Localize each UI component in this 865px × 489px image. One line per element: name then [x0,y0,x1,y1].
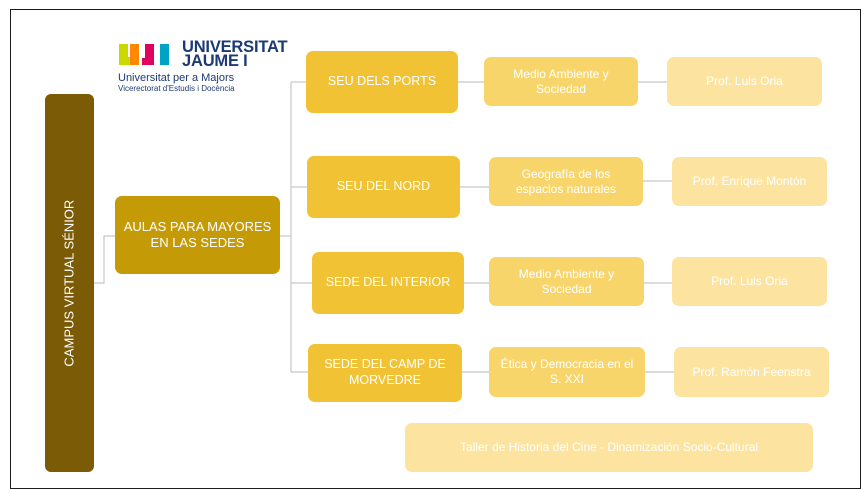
course-node-ports: Medio Ambiente y Sociedad [484,57,638,106]
professor-node-interior: Prof. Luis Oria [672,257,827,306]
sede-node-camp: SEDE DEL CAMP DE MORVEDRE [308,344,462,402]
connector-root-aulas [94,235,115,284]
uji-logo: UNIVERSITAT JAUME I Universitat per a Ma… [118,38,298,110]
root-node: CAMPUS VIRTUAL SÉNIOR [45,94,94,472]
root-label: CAMPUS VIRTUAL SÉNIOR [61,199,77,367]
course-label: Geografía de los espacios naturales [515,166,617,196]
sede-label: SEDE DEL INTERIOR [325,275,451,290]
course-label: Medio Ambiente y Sociedad [518,266,615,296]
course-label: Medio Ambiente y Sociedad [513,66,609,96]
course-node-nord: Geografía de los espacios naturales [489,157,643,206]
course-node-camp: Ética y Democracia en el S. XXI [489,347,645,397]
logo-university-name: UNIVERSITAT JAUME I [182,38,288,70]
professor-label: Prof. Ramón Feenstra [692,364,811,379]
professor-node-ports: Prof. Luis Oria [667,57,822,106]
logo-university-line2: JAUME I [182,52,248,70]
logo-vicerectorat: Vicerectorat d'Estudis i Docència [118,84,235,93]
logo-program: Universitat per a Majors [118,72,235,84]
taller-node: Taller de Historia del Cine - Dinamizaci… [405,423,813,472]
sede-label: SEU DEL NORD [336,179,431,194]
professor-node-camp: Prof. Ramón Feenstra [674,347,829,397]
aulas-node: AULAS PARA MAYORES EN LAS SEDES [115,196,280,274]
sede-node-nord: SEU DEL NORD [307,156,460,218]
uji-logo-mark-icon [119,44,169,65]
taller-label: Taller de Historia del Cine - Dinamizaci… [459,440,759,454]
professor-label: Prof. Enrique Montón [692,174,807,188]
sede-node-ports: SEU DELS PORTS [306,51,458,113]
professor-label: Prof. Luis Oria [706,74,783,88]
professor-node-nord: Prof. Enrique Montón [672,157,827,206]
professor-label: Prof. Luis Oria [711,274,788,288]
sede-label: SEU DELS PORTS [327,74,437,89]
course-node-interior: Medio Ambiente y Sociedad [489,257,644,306]
sede-label: SEDE DEL CAMP DE MORVEDRE [324,357,446,387]
logo-university-line1: UNIVERSITAT [182,38,288,56]
sede-node-interior: SEDE DEL INTERIOR [312,252,464,314]
course-label: Ética y Democracia en el S. XXI [500,357,634,386]
aulas-label: AULAS PARA MAYORES EN LAS SEDES [123,218,272,250]
